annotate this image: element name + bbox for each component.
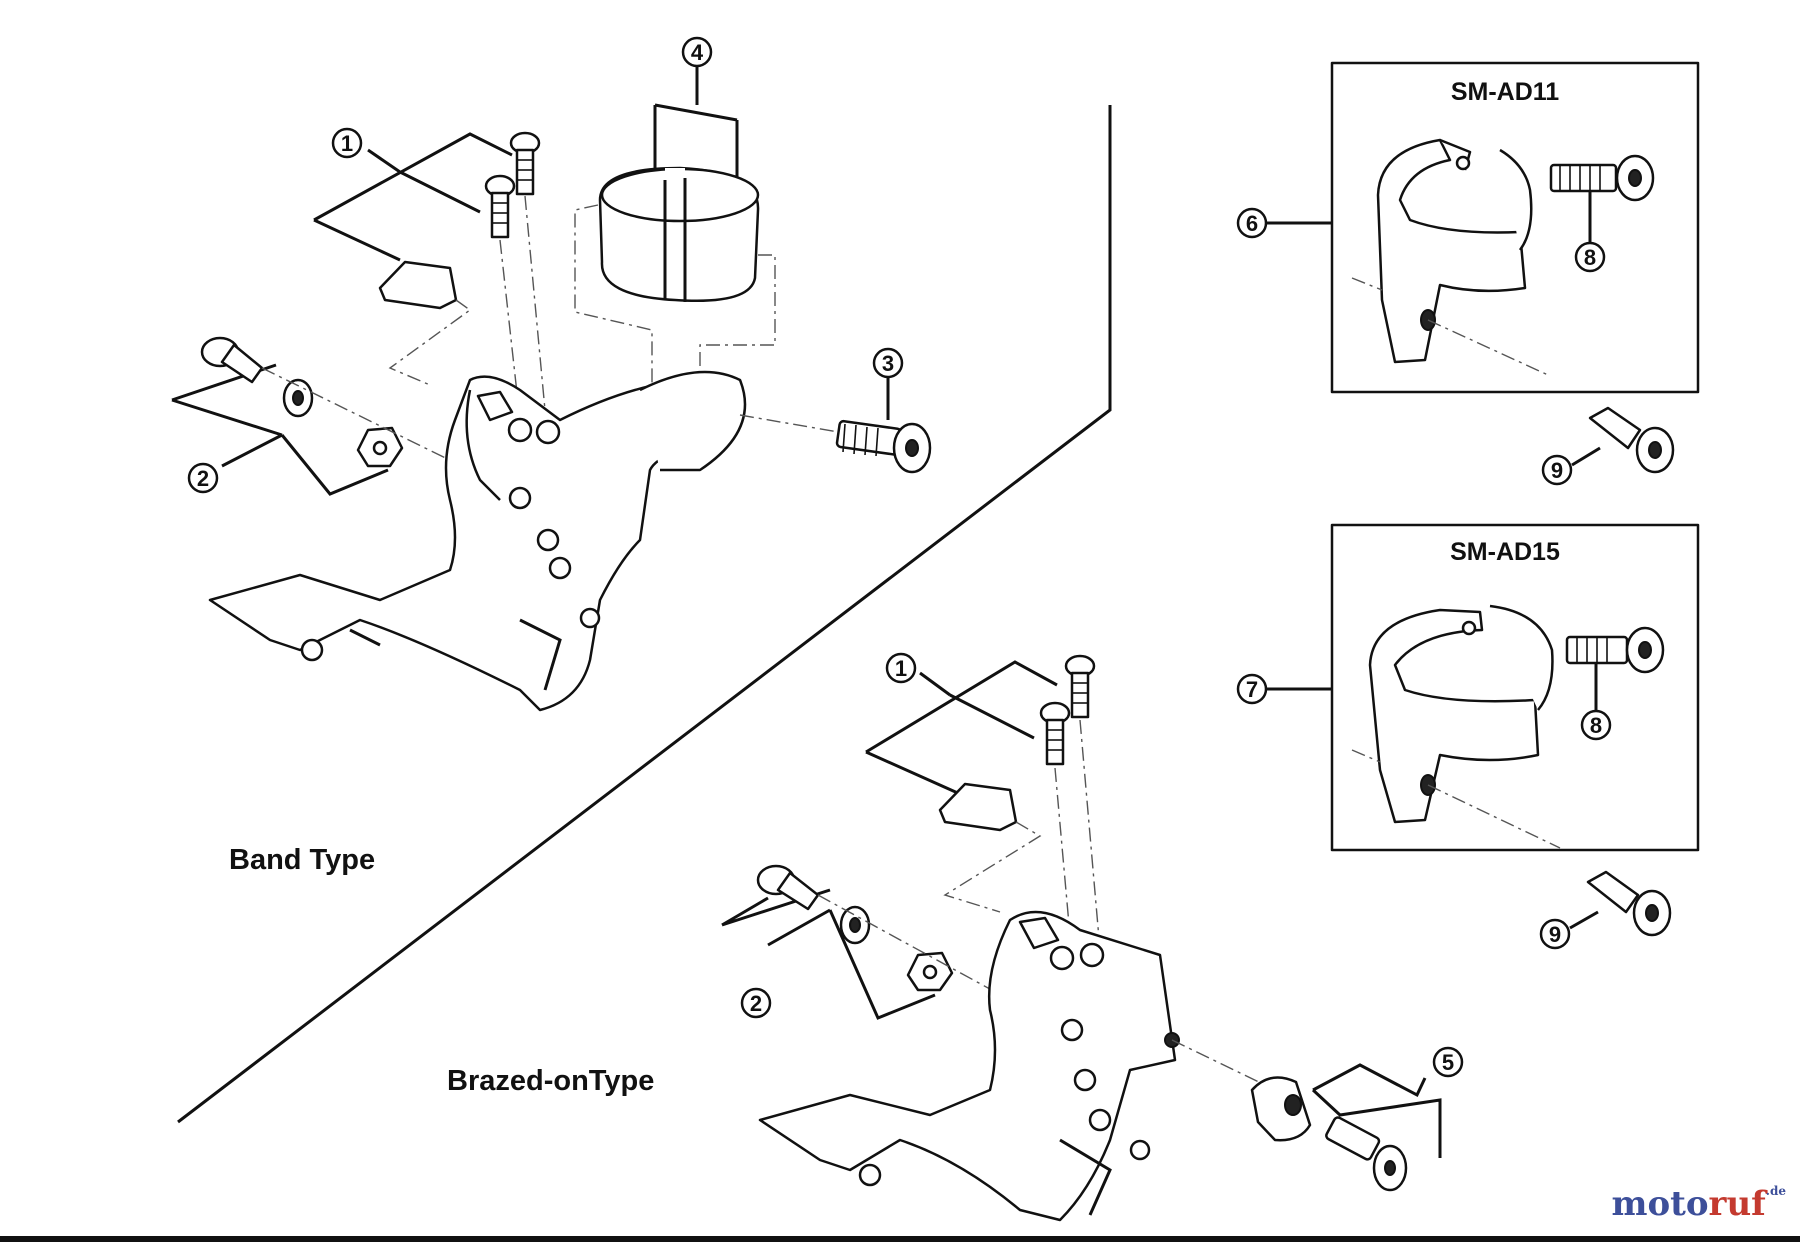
mounting-screw-icon <box>484 131 541 239</box>
brazed-on-type-assembly: 1 2 <box>447 652 1464 1222</box>
sm-ad11-box: SM-AD11 6 8 <box>1236 61 1700 394</box>
clamp-bolt-icon <box>756 864 954 992</box>
svg-text:2: 2 <box>750 991 762 1016</box>
sm-ad15-box: SM-AD15 7 8 <box>1236 523 1700 852</box>
svg-text:4: 4 <box>691 40 704 65</box>
svg-text:5: 5 <box>1442 1050 1454 1075</box>
band-type-label: Band Type <box>229 844 375 876</box>
band-type-front-derailleur-icon <box>208 370 747 712</box>
bottom-border <box>0 1236 1800 1242</box>
clamp-bolt-3-icon <box>835 419 932 474</box>
motoruf-watermark: motoruf.de <box>1611 1184 1786 1224</box>
clamp-bolt-8-icon <box>1549 154 1655 202</box>
callout-4-circle <box>681 36 713 68</box>
callout-1-leader <box>313 132 513 262</box>
svg-text:8: 8 <box>1584 245 1596 270</box>
adapter-clamp-icon <box>1376 138 1533 364</box>
band-type-assembly: 1 4 2 <box>171 36 932 876</box>
brazed-on-type-label: Brazed-onType <box>447 1065 654 1097</box>
svg-text:2: 2 <box>197 466 209 491</box>
svg-text:9: 9 <box>1549 922 1561 947</box>
ad15-bolt-9-icon <box>1586 870 1672 937</box>
band-adapter-ring-icon <box>598 166 760 302</box>
callout-4-leader <box>653 67 739 180</box>
callout-1-circle <box>331 127 363 159</box>
callout-2-leader <box>171 363 389 496</box>
sm-ad11-title: SM-AD11 <box>1451 78 1559 106</box>
adapter-clamp-icon <box>1368 604 1554 824</box>
stopper-plate-icon <box>378 260 458 310</box>
svg-text:6: 6 <box>1246 211 1258 236</box>
sm-ad15-title: SM-AD15 <box>1450 538 1560 566</box>
svg-text:3: 3 <box>882 351 894 376</box>
spacer-and-bolt-icon <box>1250 1076 1408 1192</box>
callout-1-number: 1 <box>341 131 353 156</box>
svg-text:7: 7 <box>1246 677 1258 702</box>
clamp-bolt-icon <box>200 336 404 468</box>
ad11-bolt-9-icon <box>1588 406 1675 474</box>
brazed-on-front-derailleur-icon <box>758 910 1180 1222</box>
svg-text:1: 1 <box>895 656 907 681</box>
svg-text:8: 8 <box>1590 713 1602 738</box>
mounting-screw-icon <box>1039 654 1096 766</box>
section-divider <box>177 105 1112 1124</box>
svg-text:9: 9 <box>1551 458 1563 483</box>
clamp-bolt-8-icon <box>1565 626 1665 674</box>
